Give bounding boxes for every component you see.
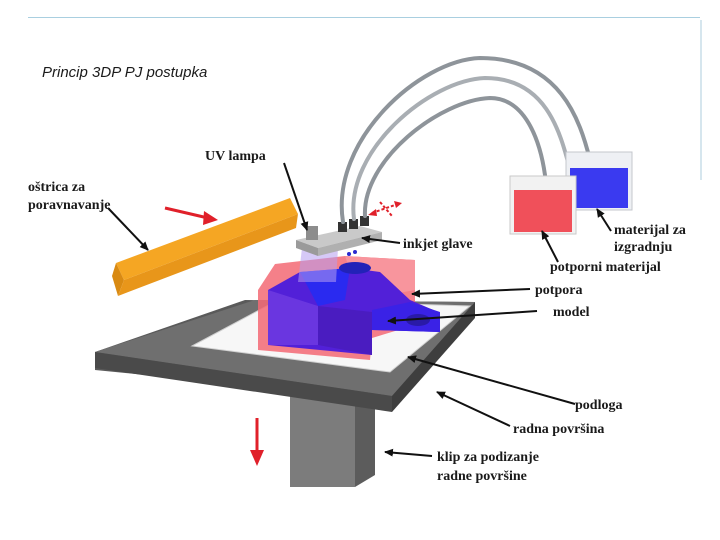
- inkjet-heads: [338, 216, 369, 256]
- label-blade-line2: poravnavanje: [28, 198, 110, 213]
- label-build-material-line2: izgradnju: [614, 240, 673, 255]
- build-material-tank: [565, 151, 633, 211]
- label-work-surface: radna površina: [513, 422, 604, 437]
- header-rule: [28, 17, 700, 18]
- model-part: [268, 262, 440, 355]
- label-uv-lamp: UV lampa: [205, 149, 266, 164]
- label-support: potpora: [535, 283, 582, 298]
- head-motion-arrow: [368, 201, 402, 217]
- label-blade-line1: oštrica za: [28, 180, 85, 195]
- label-build-material-line1: materijal za: [614, 223, 686, 238]
- label-substrate: podloga: [575, 398, 622, 413]
- platform-down-arrow: [250, 418, 264, 466]
- label-inkjet-heads: inkjet glave: [403, 237, 473, 252]
- blade-direction-arrow: [164, 206, 218, 225]
- leveling-blade: [112, 198, 298, 296]
- slide-title: Princip 3DP PJ postupka: [42, 64, 208, 81]
- support-material-tank: [509, 175, 577, 235]
- slide-edge-accent: [700, 20, 702, 180]
- print-head-carriage: [296, 226, 382, 256]
- leader-lines: [107, 162, 612, 457]
- material-feed-tubes: [339, 55, 592, 224]
- lift-piston: [290, 383, 375, 487]
- label-lift-line2: radne površine: [437, 469, 527, 484]
- uv-light-beam: [298, 248, 338, 282]
- label-lift-line1: klip za podizanje: [437, 450, 539, 465]
- label-model: model: [553, 305, 590, 320]
- label-support-material: potporni materijal: [550, 260, 661, 275]
